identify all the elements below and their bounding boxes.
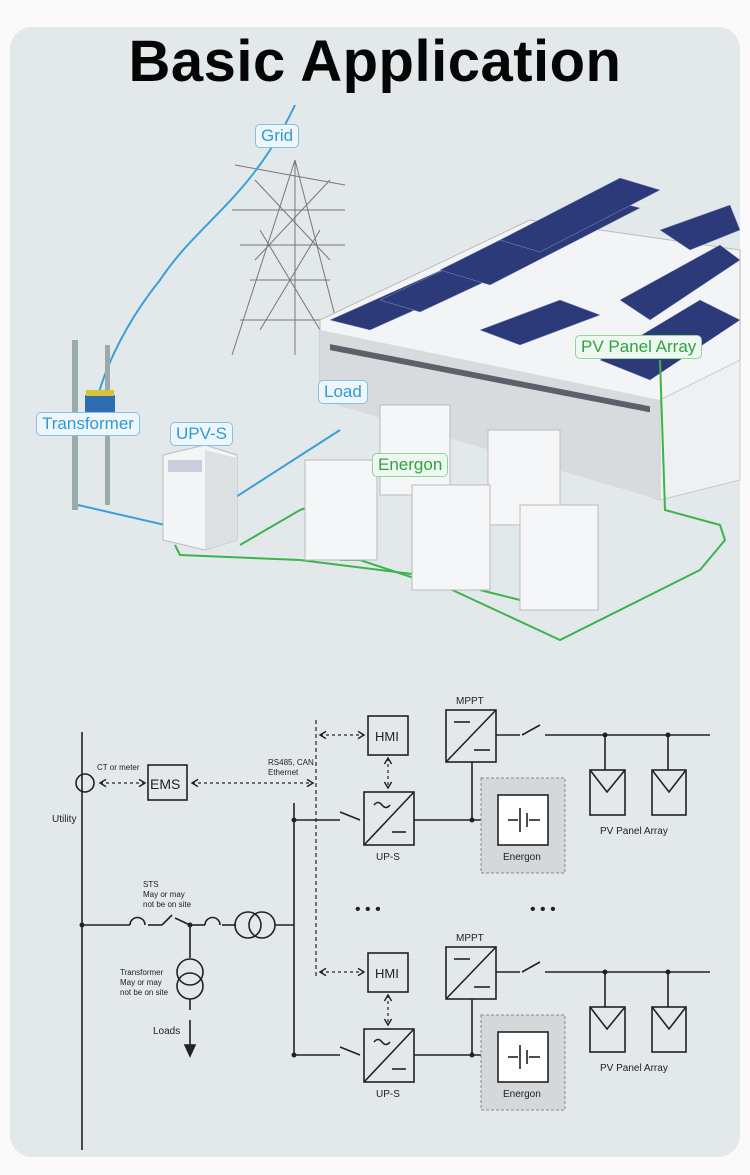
ellipsis-2: • • • bbox=[530, 901, 556, 918]
transformer-label-1: Transformer bbox=[120, 968, 164, 977]
row-2 bbox=[294, 946, 710, 1083]
hmi-label-1: HMI bbox=[375, 729, 399, 744]
row-1 bbox=[294, 709, 710, 846]
label-pv-array: PV Panel Array bbox=[575, 335, 703, 359]
solar-panels bbox=[329, 177, 741, 381]
label-load: Load bbox=[318, 380, 368, 404]
ups-label-1: UP-S bbox=[376, 852, 400, 863]
comm-label-2: Ethernet bbox=[268, 768, 299, 777]
sts-label-1: STS bbox=[143, 880, 159, 889]
label-transformer: Transformer bbox=[36, 412, 140, 436]
system-illustration bbox=[72, 104, 741, 642]
energon-cabinets bbox=[304, 404, 599, 611]
label-energon: Energon bbox=[372, 453, 449, 477]
sts-label-2: May or may bbox=[143, 890, 185, 899]
mppt-label-1: MPPT bbox=[456, 696, 484, 707]
transformer-label-3: not be on site bbox=[120, 988, 169, 997]
transformer-label-2: May or may bbox=[120, 978, 162, 987]
energon-label-2: Energon bbox=[503, 1089, 541, 1100]
transmission-tower bbox=[231, 159, 346, 356]
loads-label: Loads bbox=[153, 1026, 180, 1037]
utility-label: Utility bbox=[52, 814, 76, 825]
ups-label-2: UP-S bbox=[376, 1089, 400, 1100]
comm-label-1: RS485, CAN bbox=[268, 758, 314, 767]
sts-label-3: not be on site bbox=[143, 900, 192, 909]
page-title: Basic Application bbox=[128, 29, 622, 94]
pv-label-2: PV Panel Array bbox=[600, 1063, 668, 1074]
ems-label: EMS bbox=[150, 776, 180, 792]
hmi-label-2: HMI bbox=[375, 966, 399, 981]
energon-label-1: Energon bbox=[503, 852, 541, 863]
ct-label: CT or meter bbox=[97, 763, 140, 772]
pv-label-1: PV Panel Array bbox=[600, 826, 668, 837]
mppt-label-2: MPPT bbox=[456, 933, 484, 944]
label-upvs: UPV-S bbox=[170, 422, 234, 446]
upvs-cabinet bbox=[162, 444, 238, 551]
label-grid: Grid bbox=[255, 124, 300, 148]
ellipsis-1: • • • bbox=[355, 901, 381, 918]
